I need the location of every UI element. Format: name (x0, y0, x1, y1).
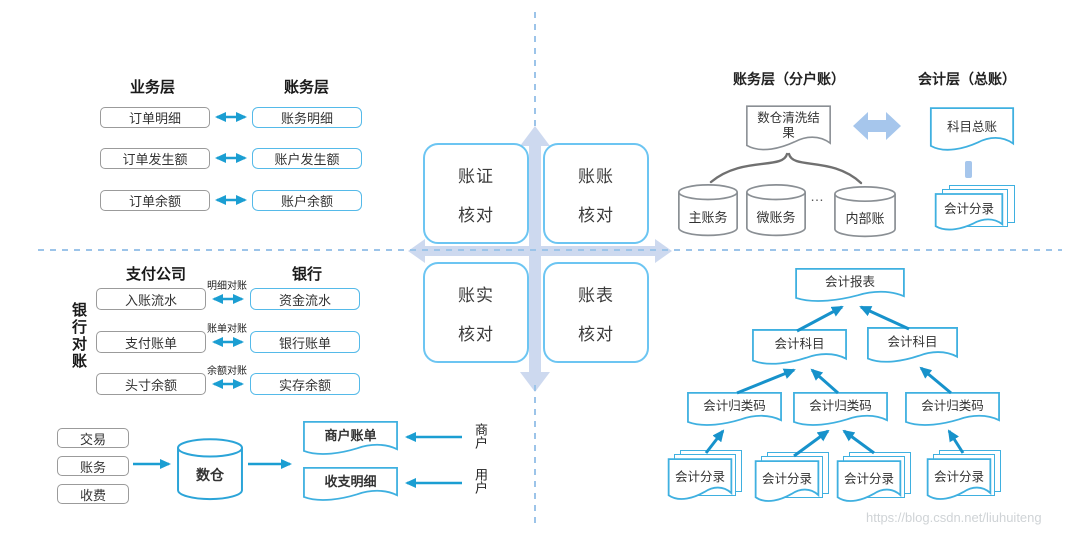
accounting-subject-label: 会计科目 (774, 337, 825, 351)
quadrant-box-physical-check: 账实 核对 (423, 262, 529, 363)
data-warehouse-cylinder: 数仓 (176, 437, 244, 501)
quadrant-box-label: 核对 (578, 205, 614, 225)
accounting-entries-stack-tr: 会计分录 (935, 185, 1017, 234)
accounting-entries-label: 会计分录 (843, 471, 894, 486)
arrow-subject2-to-report (859, 305, 910, 331)
accounting-code-label: 会计归类码 (809, 399, 872, 413)
arrow-code2-to-subject1 (810, 368, 839, 395)
cylinder-ellipsis: … (810, 188, 824, 204)
payment-bill-box: 支付账单 (96, 331, 206, 353)
quadrant-box-label: 核对 (458, 205, 494, 225)
balance-reconcile-label: 余额对账 (207, 366, 247, 377)
connector-warehouse-to-internal-ledger (787, 152, 863, 185)
accounting-layer-header: 账务层 (284, 79, 330, 96)
arrow-entries3-to-code2 (842, 429, 875, 455)
quadrant-box-label: 账账 (578, 166, 614, 186)
fee-source-box: 收费 (57, 484, 129, 504)
accounting-subject-doc-1: 会计科目 (752, 329, 847, 368)
accounting-entries-doc: 会计分录 (837, 460, 901, 506)
accounting-entries-stack-2: 会计分录 (755, 452, 831, 507)
accounting-entries-label: 会计分录 (943, 202, 994, 216)
accounting-entries-doc: 会计分录 (755, 460, 819, 506)
accounting-entries-doc: 会计分录 (935, 193, 1003, 234)
warehouse-ledger-double-arrow (853, 112, 901, 140)
order-balance-box: 订单余额 (100, 190, 210, 211)
general-ledger-layer-header: 会计层（总账） (918, 71, 1016, 87)
accounting-code-doc-1: 会计归类码 (687, 392, 782, 429)
warehouse-clean-result-line2: 果 (782, 126, 795, 140)
quadrant-box-label: 核对 (458, 324, 494, 344)
accounting-entries-label: 会计分录 (761, 471, 812, 486)
accounting-entries-label: 会计分录 (674, 469, 725, 484)
payment-company-header: 支付公司 (126, 266, 187, 283)
accounting-entries-stack-4: 会计分录 (927, 450, 1003, 505)
warehouse-clean-result-label: 数仓清洗结 果 (746, 105, 831, 147)
detail-reconcile-label: 明细对账 (207, 281, 247, 292)
arrow-subject1-to-report (796, 305, 844, 333)
arrow-code3-to-subject2 (919, 366, 952, 395)
accounting-entries-stack-1: 会计分录 (668, 450, 744, 505)
dashed-axis-vertical-bottom (534, 385, 536, 525)
accounting-code-doc-2: 会计归类码 (793, 392, 888, 429)
position-balance-box: 头寸余额 (96, 373, 206, 395)
subject-general-ledger-doc: 科目总账 (930, 107, 1014, 155)
data-warehouse-label: 数仓 (196, 467, 224, 483)
subledger-layer-header: 账务层（分户账） (733, 71, 845, 87)
user-actor-label: 用户 (473, 468, 488, 494)
accounting-report-label: 会计报表 (824, 275, 875, 289)
internal-ledger-cylinder: 内部账 (833, 185, 897, 238)
micro-ledger-label: 微账务 (756, 209, 796, 225)
accounting-code-label: 会计归类码 (703, 399, 766, 413)
main-ledger-cylinder: 主账务 (677, 183, 739, 237)
bank-header: 银行 (292, 266, 323, 283)
accounting-source-box: 账务 (57, 456, 129, 476)
quadrant-box-label: 账表 (578, 285, 614, 305)
actual-balance-box: 实存余额 (250, 373, 360, 395)
accounting-report-doc: 会计报表 (795, 268, 905, 305)
order-detail-box: 订单明细 (100, 107, 210, 128)
accounting-subject-label: 会计科目 (887, 335, 938, 349)
bill-reconcile-label: 账单对账 (207, 324, 247, 335)
micro-ledger-cylinder: 微账务 (745, 183, 807, 237)
dashed-axis-vertical-top (534, 12, 536, 126)
connector-warehouse-to-main-ledger (709, 152, 789, 184)
accounting-entries-stack-3: 会计分录 (837, 452, 913, 507)
internal-ledger-label: 内部账 (845, 211, 885, 226)
merchant-actor-label: 商户 (473, 423, 488, 449)
quadrant-box-report-check: 账表 核对 (543, 262, 649, 363)
accounting-entries-doc: 会计分录 (927, 458, 991, 504)
dashed-axis-horizontal (38, 249, 1062, 251)
bank-reconciliation-side-label: 银行对账 (70, 302, 87, 370)
arrow-code1-to-subject1 (736, 368, 796, 395)
watermark: https://blog.csdn.net/liuhuiteng (866, 510, 1042, 525)
income-expense-label: 收支明细 (324, 474, 377, 489)
warehouse-clean-result-doc: 数仓清洗结 果 (746, 105, 831, 155)
quadrant-box-ledger-check: 账账 核对 (543, 143, 649, 244)
accounting-entries-doc: 会计分录 (668, 458, 732, 504)
bank-bill-box: 银行账单 (250, 331, 360, 353)
account-balance-box: 账户余额 (252, 190, 362, 211)
quadrant-box-label: 账证 (458, 166, 494, 186)
merchant-bill-label: 商户账单 (324, 428, 377, 443)
accounting-code-label: 会计归类码 (921, 399, 984, 413)
accounting-detail-box: 账务明细 (252, 107, 362, 128)
business-layer-header: 业务层 (130, 79, 176, 96)
quadrant-box-label: 核对 (578, 324, 614, 344)
main-ledger-label: 主账务 (688, 209, 728, 225)
account-amount-box: 账户发生额 (252, 148, 362, 169)
merchant-bill-doc: 商户账单 (303, 421, 398, 458)
accounting-code-doc-3: 会计归类码 (905, 392, 1000, 429)
income-expense-doc: 收支明细 (303, 467, 398, 504)
ledger-entries-connector (965, 161, 972, 178)
quadrant-box-voucher-check: 账证 核对 (423, 143, 529, 244)
accounting-entries-label: 会计分录 (933, 469, 984, 484)
accounting-subject-doc-2: 会计科目 (867, 327, 958, 366)
transaction-source-box: 交易 (57, 428, 129, 448)
fund-flow-box: 资金流水 (250, 288, 360, 310)
incoming-flow-box: 入账流水 (96, 288, 206, 310)
subject-general-ledger-label: 科目总账 (946, 119, 997, 134)
quadrant-box-label: 账实 (458, 285, 494, 305)
order-amount-box: 订单发生额 (100, 148, 210, 169)
warehouse-clean-result-line1: 数仓清洗结 (757, 111, 820, 125)
